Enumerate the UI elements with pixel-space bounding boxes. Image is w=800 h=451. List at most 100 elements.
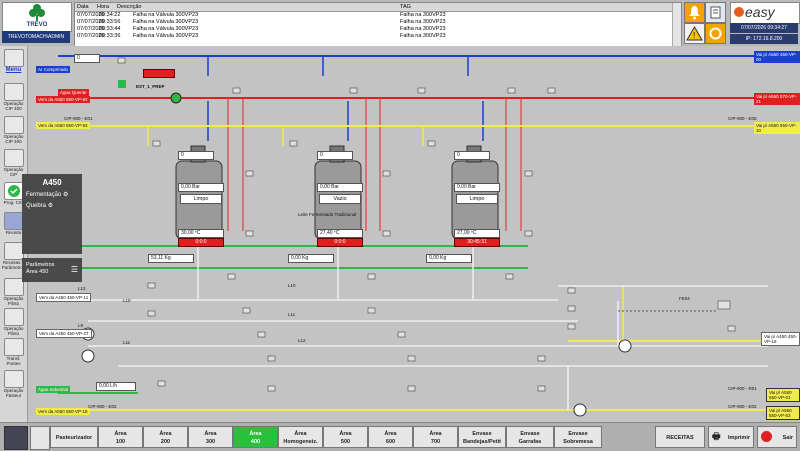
- alarm-bell-button[interactable]: [684, 2, 705, 23]
- nav-label: Envase: [568, 431, 588, 437]
- trevo-logo-icon: [29, 4, 45, 21]
- sidebar-item-cip1[interactable]: Operação CIP 400: [1, 83, 26, 111]
- screen-icon[interactable]: [30, 426, 50, 450]
- nav-label: Área: [429, 431, 442, 437]
- area-fermentacao[interactable]: Fermentação ⚙: [26, 191, 82, 198]
- col-time: Hora: [97, 4, 109, 10]
- sidebar-item-transf[interactable]: Transf. Pontes: [1, 338, 26, 366]
- tank3-nt-unit: Kg: [440, 255, 447, 261]
- agua-quente-label: Água Quente: [58, 89, 89, 96]
- line-l11b: L11: [123, 340, 131, 345]
- tank1-pressure: 0,00 Bar: [178, 183, 224, 192]
- logo-text: TREVO: [26, 22, 48, 28]
- tank1-temp: 30,00 ºC: [178, 229, 224, 238]
- nav-label: Envase: [520, 431, 540, 437]
- area-quebra[interactable]: Quebra ⚙: [26, 202, 82, 209]
- sidebar-item-label: Operação Pasteur: [3, 388, 24, 398]
- line-l11: L11: [288, 312, 296, 317]
- warning-icon: !: [686, 25, 703, 41]
- flow-value: 0,00 L/h: [96, 382, 136, 391]
- alarm-table[interactable]: Data Hora Descrição TAG 07/07/2026 09:34…: [74, 2, 682, 47]
- recipe-icon: [3, 212, 24, 230]
- datetime-display: 07/07/2026 09:34:27: [730, 23, 798, 33]
- tank1-pressure-unit: Bar: [192, 184, 200, 190]
- nav-label: Bandejas/Petit: [463, 439, 501, 445]
- alarm-ack-button[interactable]: !: [684, 23, 705, 44]
- sidebar-item-piloto1[interactable]: Operação Piloto: [1, 278, 26, 306]
- vai-a450-right-label: Vai p/ A450 450-VP-16: [761, 332, 800, 346]
- menu-icon: [3, 49, 24, 67]
- alarm-reset-button[interactable]: [705, 23, 726, 44]
- nav-label: Área: [114, 431, 127, 437]
- cip-icon: [3, 149, 24, 167]
- nav-label: 700: [430, 439, 441, 445]
- tank1-status: Limpo: [180, 194, 222, 204]
- nav-label: Área: [384, 431, 397, 437]
- tank3-nt: 0,00 Kg: [426, 254, 472, 263]
- table-row[interactable]: 07/07/2026 09:34:22 Falha na Válvula 300…: [75, 12, 681, 19]
- alarm-date: 07/07/2026: [77, 19, 105, 25]
- sidebar-item-cip2[interactable]: Operação CIP 400: [1, 116, 26, 144]
- nav-label: 300: [205, 439, 216, 445]
- tank3-pressure-val: 0,00: [457, 184, 467, 190]
- alarm-desc: Falha na Válvula 300VP23: [133, 33, 199, 39]
- reset-icon: [709, 27, 722, 40]
- nav-area-700[interactable]: Área 700: [413, 426, 458, 448]
- imprimir-button[interactable]: 🖶Imprimir: [708, 426, 754, 448]
- sair-button[interactable]: Sair: [757, 426, 797, 448]
- est-prep-label: EST_1_PREP: [136, 84, 165, 89]
- receitas-button[interactable]: RECEITAS: [655, 426, 705, 448]
- nav-area-100[interactable]: Área 100: [98, 426, 143, 448]
- tank2-status: Vazio: [319, 194, 361, 204]
- cip-e05-label: CIP-000 - E05: [728, 116, 757, 121]
- table-row[interactable]: 07/07/2026 09:33:44 Falha na Válvula 300…: [75, 26, 681, 33]
- nav-area-300[interactable]: Área 300: [188, 426, 233, 448]
- alarm-tag: Falha na 300VP23: [400, 26, 446, 32]
- monitor-icon[interactable]: [4, 426, 28, 450]
- params-button[interactable]: Parâmetros Área 450 ☰: [22, 258, 82, 282]
- table-row[interactable]: 07/07/2026 09:33:36 Falha na Válvula 300…: [75, 33, 681, 40]
- alarm-time: 09:33:44: [99, 26, 121, 32]
- pilot-icon: [3, 278, 24, 296]
- line-l10: L10: [123, 298, 131, 303]
- alarm-desc: Falha na Válvula 300VP23: [133, 26, 199, 32]
- tank3-temp-val: 27,00: [457, 230, 470, 236]
- nav-label: Área: [294, 431, 307, 437]
- sidebar-item-label: Receitas e Parâmetros: [1, 260, 26, 270]
- sidebar-item-cip3[interactable]: Operação CIP: [1, 149, 26, 177]
- nav-label: Área: [204, 431, 217, 437]
- transfer-icon: [3, 338, 24, 356]
- sidebar-item-piloto2[interactable]: Operação Piloto: [1, 308, 26, 336]
- tank-caption: Leite Fermentado Tradicional: [298, 212, 357, 217]
- vem-a550-yellow-label: Vem da A550 550-VP-93: [36, 122, 90, 129]
- imprimir-label: Imprimir: [727, 435, 750, 441]
- sidebar-item-pasteur[interactable]: Operação Pasteur: [1, 370, 26, 398]
- nav-label: Homogeneiz.: [283, 439, 318, 445]
- area-title: A450: [42, 178, 62, 187]
- nav-pasteurizador[interactable]: Pasteurizador: [50, 426, 98, 448]
- sidebar-item-prog[interactable]: Prog. CIC: [1, 182, 26, 205]
- alarm-scrollbar[interactable]: [672, 3, 681, 46]
- tank2-pressure-val: 0,00: [320, 184, 330, 190]
- line-l9: L9: [78, 323, 84, 328]
- nav-label: 500: [340, 439, 351, 445]
- nav-label: Área: [249, 431, 262, 437]
- table-row[interactable]: 07/07/2026 09:33:56 Falha na Válvula 300…: [75, 19, 681, 26]
- alarm-silence-button[interactable]: [705, 2, 726, 23]
- area-panel[interactable]: A450 Fermentação ⚙ Quebra ⚙: [22, 174, 82, 254]
- nav-label: 100: [115, 439, 126, 445]
- gear-icon: ⚙: [63, 192, 69, 198]
- menu-button[interactable]: Menu: [1, 49, 26, 73]
- prep-indicator[interactable]: [118, 80, 126, 88]
- tank1-nt-unit: Kg: [164, 255, 171, 261]
- tank2-alarm: 0:0:0: [317, 238, 363, 247]
